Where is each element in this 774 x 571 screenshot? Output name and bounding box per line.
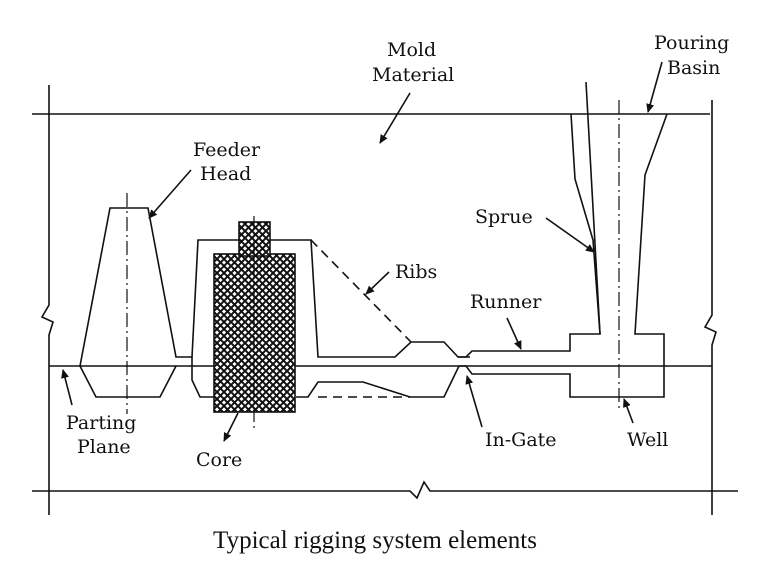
mold-material-label-1: Mold	[387, 39, 436, 61]
figure-caption: Typical rigging system elements	[213, 527, 537, 554]
core-label: Core	[196, 449, 242, 471]
pouring-basin-label-2: Basin	[667, 57, 720, 79]
right-wall-break	[703, 100, 717, 515]
parting-plane-arrow	[61, 369, 73, 406]
core	[213, 216, 296, 430]
casting-cavity	[191, 239, 470, 398]
feeder-head-outline	[79, 207, 193, 367]
pouring-basin-label-1: Pouring	[654, 32, 729, 54]
mold-boundary	[32, 85, 738, 515]
mold-material-label-2: Material	[372, 64, 454, 86]
runner	[458, 81, 668, 410]
runner-label: Runner	[470, 291, 542, 313]
casting-drag-right	[296, 365, 460, 398]
labels: Mold Material Pouring Basin Feeder Head …	[66, 32, 729, 471]
pouring-basin-arrow	[646, 61, 663, 113]
casting-cope-outline	[191, 239, 470, 358]
ribs-arrow	[365, 271, 390, 295]
parting-plane-label-2: Plane	[77, 436, 131, 458]
in-gate-arrow	[465, 375, 483, 428]
feeder-head-label-1: Feeder	[193, 139, 261, 161]
feeder-head-drag-outline	[79, 365, 177, 398]
well-arrow	[623, 398, 634, 424]
feeder-head	[79, 193, 193, 414]
casting-drag-left	[191, 366, 214, 398]
in-gate-label: In-Gate	[485, 429, 557, 451]
left-wall-break	[40, 85, 54, 515]
well-label: Well	[627, 429, 668, 451]
mold-material-arrow	[379, 92, 411, 144]
parting-plane-label-1: Parting	[66, 412, 136, 434]
sprue-left-upper	[570, 113, 601, 335]
leader-arrows	[61, 61, 663, 442]
drag-bottom-break	[32, 480, 738, 500]
runner-bottom-well-sprue-right	[459, 113, 668, 398]
ribs-label: Ribs	[395, 261, 437, 283]
feeder-head-arrow	[148, 169, 192, 219]
sprue-label: Sprue	[475, 206, 533, 228]
feeder-head-label-2: Head	[200, 163, 251, 185]
core-arrow	[223, 412, 239, 442]
sprue-arrow	[545, 217, 595, 253]
runner-arrow	[506, 317, 522, 350]
rib-dashed-line	[310, 239, 412, 343]
